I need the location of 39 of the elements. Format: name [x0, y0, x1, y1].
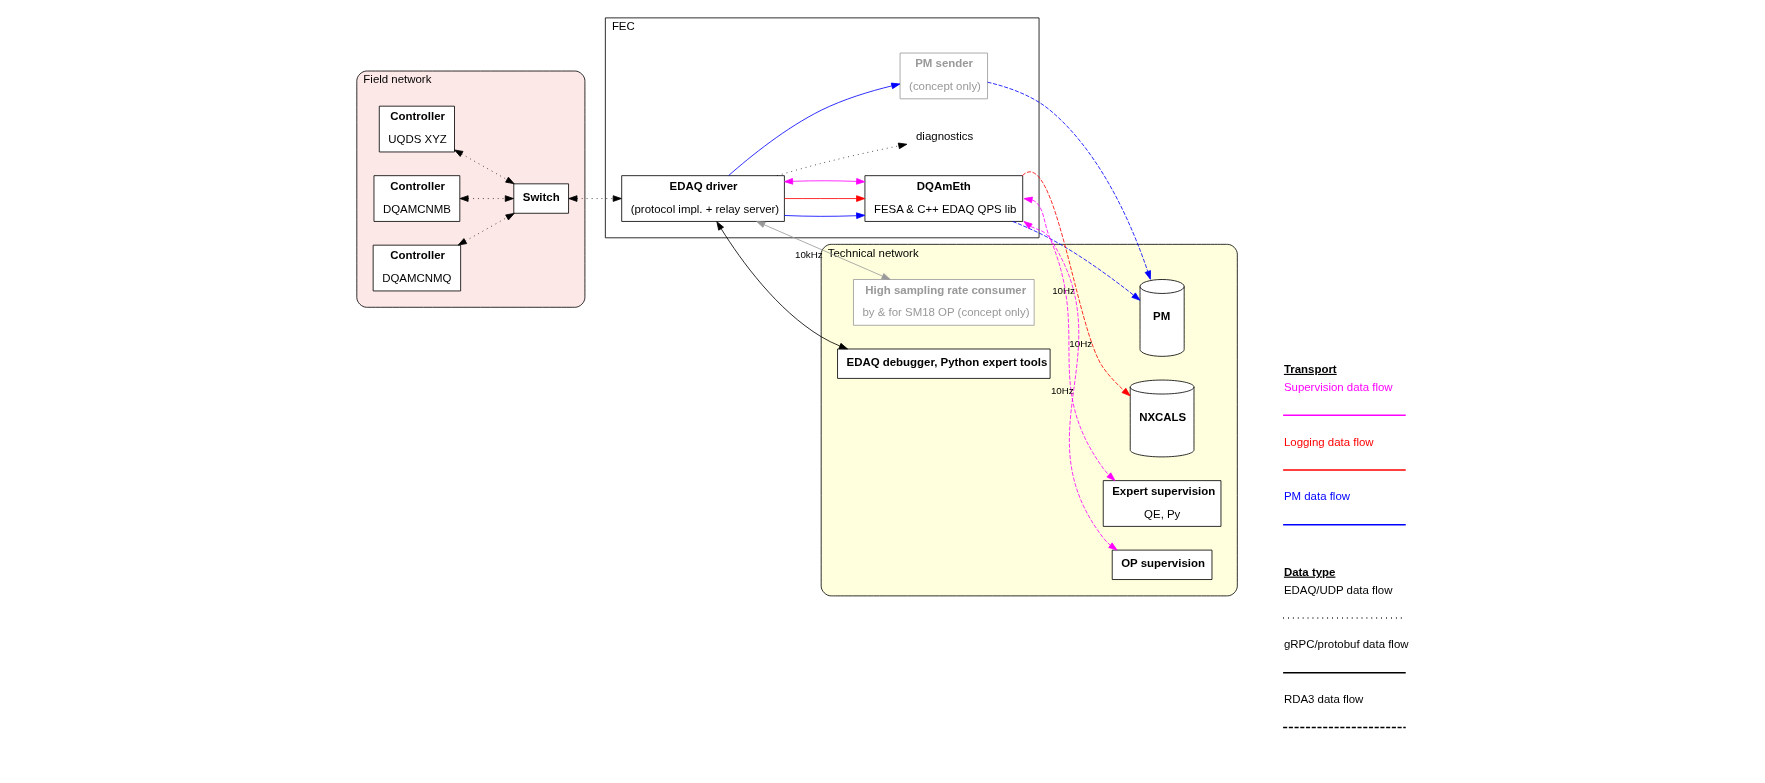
arrow: [784, 212, 866, 219]
node-box: PM sender (concept only): [899, 52, 988, 100]
node-box: Controller DQAMCNMQ: [372, 244, 462, 292]
legend-label: PM data flow: [1283, 490, 1351, 503]
arrow: [459, 195, 514, 202]
edge-label: 10Hz: [1052, 284, 1076, 296]
arrow: [568, 195, 622, 202]
edge-label: 10Hz: [1069, 338, 1093, 350]
arrow: [1023, 196, 1116, 481]
legend-label: gRPC/protobuf data flow: [1283, 638, 1409, 651]
arrow: [457, 213, 515, 246]
node-box: Controller UQDS XYZ: [378, 105, 455, 153]
node-box: High sampling rate consumer by & for SM18 OP (concept only): [853, 279, 1035, 326]
legend-label: Supervision data flow: [1283, 380, 1393, 393]
arrow: [756, 221, 891, 280]
arrow: [1012, 221, 1141, 301]
legend-label: RDA3 data flow: [1283, 693, 1364, 706]
arrow: [1021, 171, 1131, 397]
node-box: DQAmEth FESA & C++ EDAQ QPS lib: [864, 175, 1024, 222]
node-box: EDAQ driver (protocol impl. + relay server): [621, 175, 785, 222]
edge-label: 10Hz: [1050, 385, 1074, 397]
arrow: [454, 149, 515, 185]
arrow: [776, 142, 908, 177]
arrow: [784, 195, 866, 202]
arrow: [784, 178, 866, 185]
label: Transport: [1283, 362, 1337, 375]
node-text: diagnostics: [916, 130, 974, 143]
arrow: [728, 82, 901, 176]
label: Data type: [1283, 565, 1336, 578]
legend-label: Logging data flow: [1283, 435, 1374, 448]
arrow: [716, 221, 848, 350]
node-box: Expert supervision QE, Py: [1102, 480, 1222, 527]
node-box: EDAQ debugger, Python expert tools: [837, 348, 1051, 379]
arrow: [1023, 221, 1118, 551]
node-box: Controller DQAMCNMB: [373, 175, 461, 222]
legend-label: EDAQ/UDP data flow: [1283, 583, 1393, 596]
arrow: [987, 81, 1151, 280]
node-box: OP supervision: [1111, 549, 1213, 580]
node-box: Switch: [513, 183, 569, 214]
